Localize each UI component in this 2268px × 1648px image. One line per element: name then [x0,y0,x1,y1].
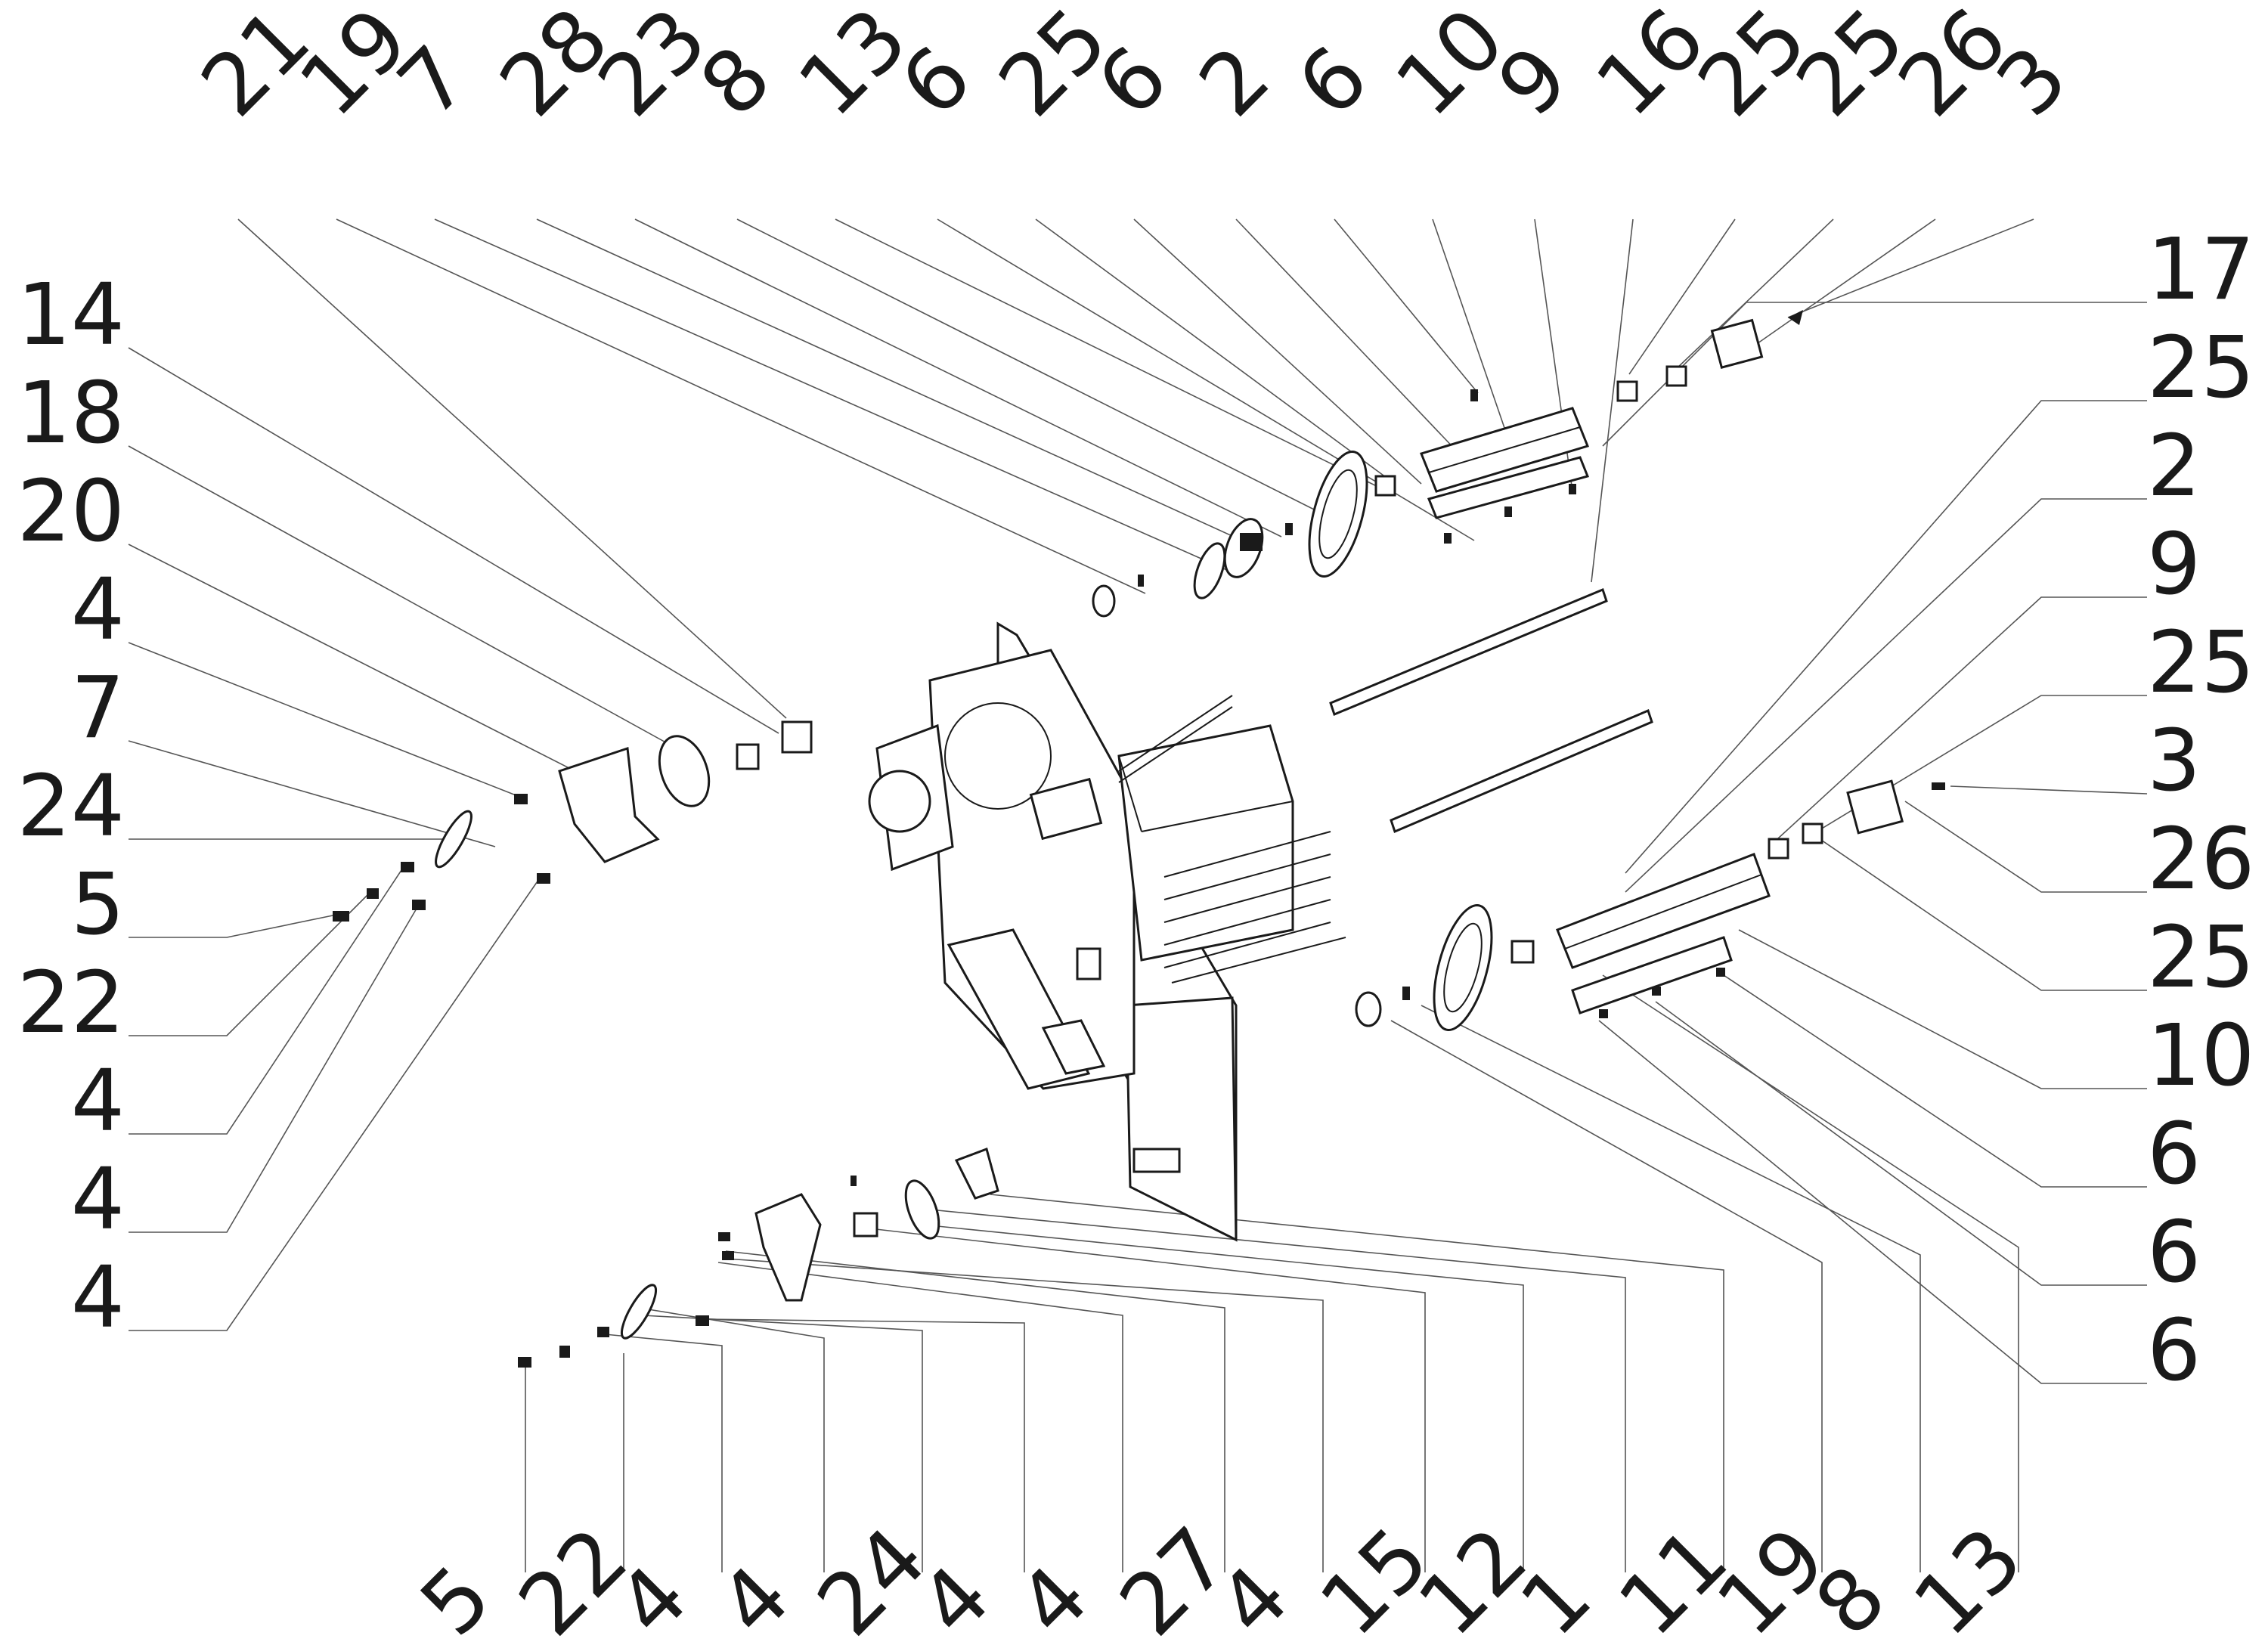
part-gear-top [1308,450,1368,578]
callout-left-7: 5 [71,856,125,954]
callout-right-3: 2 [2147,417,2201,516]
callout-bottom-1: 5 [402,1547,510,1648]
leader-lines [128,218,2148,1572]
callout-bottom-7: 4 [999,1547,1107,1648]
callouts-left: 14 18 20 4 7 24 5 22 4 4 4 [17,266,125,1347]
part-gear-bottom [1433,903,1493,1032]
callout-left-11: 4 [71,1249,125,1347]
callouts-bottom: 5 22 4 4 24 4 4 27 4 15 12 1 11 19 8 13 [402,1509,2041,1648]
part-comb-bottom [1571,936,1733,1015]
callout-right-7: 26 [2147,810,2255,909]
callout-right-8: 25 [2147,909,2255,1007]
callout-left-5: 7 [71,659,125,757]
callout-right-9: 10 [2147,1007,2255,1105]
callout-left-6: 24 [17,757,125,856]
callout-left-8: 22 [17,954,125,1052]
callout-left-9: 4 [71,1052,125,1151]
part-pulley-left [658,735,711,807]
callout-bottom-4: 4 [701,1547,808,1648]
part-bushing-bottom [1846,779,1904,835]
callout-right-11: 6 [2147,1203,2201,1302]
callout-right-1: 17 [2147,221,2255,319]
part-shaft-upper [1329,587,1608,717]
part-bracket-bottom [754,1193,822,1302]
callout-left-1: 14 [17,266,125,364]
callout-right-5: 25 [2147,614,2255,712]
callout-right-12: 6 [2147,1302,2201,1400]
callout-left-2: 18 [17,364,125,463]
callout-top-11: 2 [1181,28,1288,135]
part-bushing-top [1710,318,1764,369]
callout-right-4: 9 [2147,516,2201,614]
callout-right-2: 25 [2147,319,2255,417]
callout-top-12: 6 [1279,28,1387,135]
callouts-top: 21 19 7 28 23 8 13 6 25 6 2 6 10 9 16 25… [183,0,2086,135]
callout-left-4: 4 [71,561,125,659]
callout-right-6: 3 [2147,712,2201,810]
callout-bottom-16: 13 [1895,1509,2041,1648]
part-comb-top [1427,456,1590,519]
part-shaft-lower [1390,708,1653,834]
callout-left-10: 4 [71,1151,125,1249]
callout-right-10: 6 [2147,1105,2201,1203]
part-bracket-left [558,746,660,863]
callout-left-3: 20 [17,463,125,561]
main-chassis [868,621,1346,1242]
callouts-right: 17 25 2 9 25 3 26 25 10 6 6 6 [2147,221,2255,1400]
exploded-parts [333,310,1945,1368]
